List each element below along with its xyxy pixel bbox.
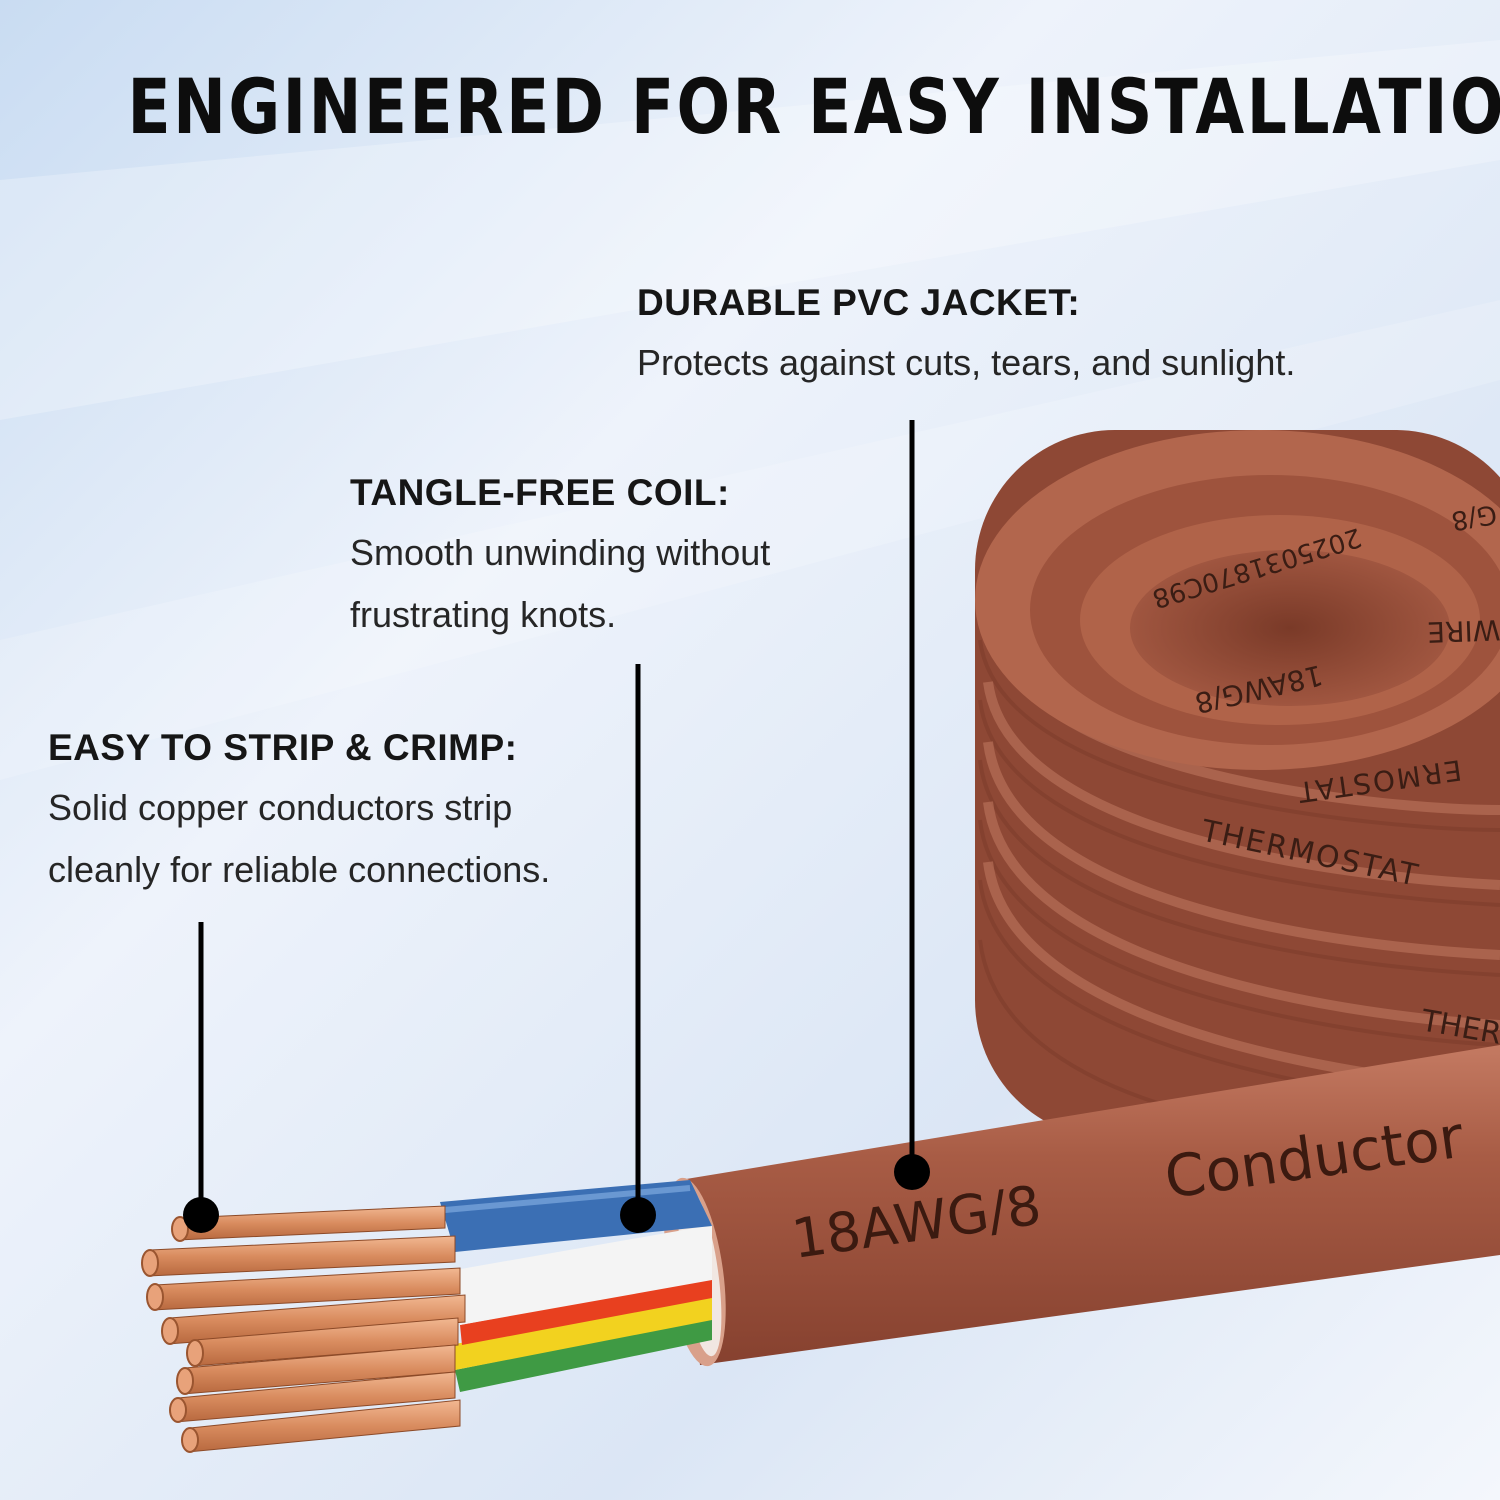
- headline: ENGINEERED FOR EASY INSTALLATION: [127, 62, 1500, 151]
- callout-title: TANGLE-FREE COIL:: [350, 472, 730, 513]
- background-light-streak: [0, 300, 1500, 780]
- marker-dot-coil: [620, 1197, 656, 1233]
- callout-description: Protects against cuts, tears, and sunlig…: [637, 332, 1457, 394]
- callout-durable-pvc-jacket: DURABLE PVC JACKET: Protects against cut…: [637, 282, 1457, 394]
- background-light-streak: [0, 40, 1500, 420]
- callout-line: frustrating knots.: [350, 594, 617, 635]
- callout-easy-strip-crimp: EASY TO STRIP & CRIMP: Solid copper cond…: [48, 727, 648, 901]
- callout-description: Solid copper conductors strip cleanly fo…: [48, 777, 648, 901]
- coil-print-wire: WIRE: [1427, 613, 1500, 649]
- wire-blue: [440, 1180, 712, 1252]
- wire-yellow: [450, 1295, 712, 1370]
- callout-leaders: [198, 420, 915, 1215]
- callout-line: Protects against cuts, tears, and sunlig…: [637, 342, 1296, 383]
- wire-red: [460, 1278, 712, 1345]
- cable-jacket: [680, 1045, 1500, 1365]
- callout-title: EASY TO STRIP & CRIMP:: [48, 727, 518, 768]
- wire-green: [455, 1318, 712, 1392]
- marker-dot-jacket: [894, 1154, 930, 1190]
- callout-line: cleanly for reliable connections.: [48, 849, 551, 890]
- marker-dot-strip: [183, 1197, 219, 1233]
- callout-description: Smooth unwinding without frustrating kno…: [350, 522, 910, 646]
- callout-title: DURABLE PVC JACKET:: [637, 282, 1081, 323]
- wire-white: [455, 1225, 712, 1325]
- callout-line: Solid copper conductors strip: [48, 787, 513, 828]
- callout-line: Smooth unwinding without: [350, 532, 771, 573]
- callout-tangle-free-coil: TANGLE-FREE COIL: Smooth unwinding witho…: [350, 472, 910, 646]
- copper-strands: [147, 1205, 466, 1453]
- cable-end: 18AWG/8 Conductor: [141, 1045, 1500, 1453]
